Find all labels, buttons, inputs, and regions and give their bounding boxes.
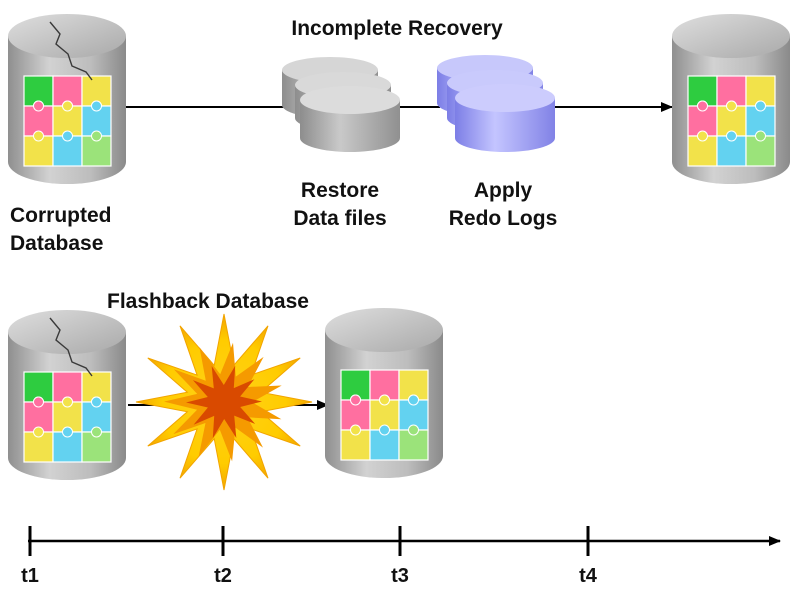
puzzle-knob <box>91 396 102 408</box>
puzzle-knob <box>62 100 73 112</box>
puzzle-knob <box>755 130 766 142</box>
puzzle-knob <box>33 100 44 112</box>
cylinder-top <box>8 310 126 354</box>
recovered-database-icon <box>672 14 790 184</box>
puzzle-knob <box>379 424 390 436</box>
puzzle-knob <box>755 100 766 112</box>
corrupted-database-label-line2: Database <box>10 232 104 255</box>
puzzle-knob <box>62 426 73 438</box>
puzzle-knob <box>350 394 361 406</box>
puzzle-knob <box>33 130 44 142</box>
apply-label-line2: Redo Logs <box>448 207 558 230</box>
timeline-label-t3: t3 <box>391 565 409 587</box>
puzzle-knob <box>33 396 44 408</box>
puzzle-knob <box>697 130 708 142</box>
timeline-label-t1: t1 <box>21 565 39 587</box>
puzzle-knob <box>726 100 737 112</box>
apply-label-line1: Apply <box>473 179 533 202</box>
puzzle-knob <box>350 424 361 436</box>
puzzle-knob <box>62 396 73 408</box>
cylinder-top <box>672 14 790 58</box>
incomplete-recovery-title: Incomplete Recovery <box>291 17 503 40</box>
puzzle-knob <box>33 426 44 438</box>
timeline-label-t2: t2 <box>214 565 232 587</box>
crack-line <box>49 317 93 377</box>
puzzle-knob <box>726 130 737 142</box>
timeline-label-t4: t4 <box>579 565 597 587</box>
flashback-database-title: Flashback Database <box>107 290 309 313</box>
explosion-inner <box>186 365 262 439</box>
restore-label-line1: Restore <box>300 179 380 202</box>
crack-line <box>49 21 93 81</box>
puzzle-piece <box>398 369 429 401</box>
flashback-database-t3-icon <box>325 308 443 478</box>
puzzle-knob <box>408 394 419 406</box>
restore-label-line2: Data files <box>293 207 387 230</box>
puzzle-knob <box>379 394 390 406</box>
cylinder-top <box>325 308 443 352</box>
data-files-icon <box>282 57 400 152</box>
timeline <box>28 526 781 556</box>
puzzle-knob <box>91 130 102 142</box>
puzzle-knob <box>408 424 419 436</box>
corrupted-database-label-line1: Corrupted <box>10 204 112 227</box>
puzzle-knob <box>91 426 102 438</box>
puzzle-piece <box>81 371 112 403</box>
corrupted-database-icon <box>8 14 126 184</box>
explosion-icon <box>135 313 313 491</box>
redo-logs-icon <box>437 55 555 152</box>
corrupted-database-t1-icon <box>8 310 126 480</box>
cylinder-top <box>8 14 126 58</box>
puzzle-knob <box>91 100 102 112</box>
puzzle-knob <box>62 130 73 142</box>
puzzle-knob <box>697 100 708 112</box>
